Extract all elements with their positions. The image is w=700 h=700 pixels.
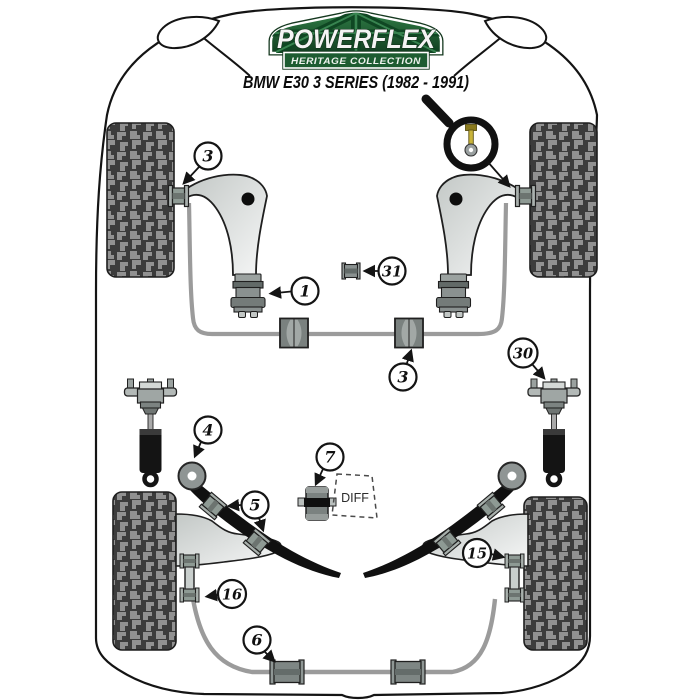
tire-front-right [529, 122, 598, 278]
callout-4: 4 [193, 415, 223, 459]
rear-arb-bush-left [269, 659, 305, 685]
mirror-left [156, 15, 221, 50]
front-outer-bush-right [514, 184, 537, 208]
brand-logo: POWERFLEX HERITAGE COLLECTION [268, 10, 444, 70]
wheels [106, 122, 598, 651]
mirror-right [483, 15, 548, 50]
callouts: 3 1 31 3 30 4 [182, 141, 546, 663]
callout-31: 31 [362, 256, 407, 286]
rear-subframe-mount-right [497, 461, 527, 491]
svg-text:30: 30 [513, 346, 533, 363]
union-jack-motif [271, 12, 441, 53]
svg-text:31: 31 [382, 264, 402, 281]
tire-rear-left [112, 491, 177, 651]
callout-front-outer: 3 [182, 141, 223, 185]
front-arb-clamp-left [279, 317, 309, 349]
callout-16: 16 [204, 578, 248, 610]
page-title: BMW E30 3 SERIES (1982 - 1991) [243, 72, 469, 92]
diff-outline: DIFF [331, 473, 378, 519]
svg-text:4: 4 [202, 421, 213, 440]
tire-front-left [106, 122, 175, 278]
rear-beam-right [363, 481, 515, 578]
front-suspension [167, 94, 537, 349]
front-outer-bush-left [167, 184, 190, 208]
rear-subframe-mount-left [177, 461, 207, 491]
front-inner-bush-left [230, 273, 266, 319]
callout-front-inner: 1 [268, 276, 320, 306]
svg-text:1: 1 [299, 282, 310, 301]
callout-15: 15 [461, 537, 506, 569]
callout-30: 30 [507, 337, 546, 380]
link-bush-left-top [179, 553, 200, 569]
svg-text:3: 3 [202, 147, 213, 166]
diff-label: DIFF [341, 491, 369, 505]
rear-beam-left [189, 481, 341, 578]
link-bush-right-top [504, 553, 525, 569]
svg-text:6: 6 [251, 631, 262, 650]
front-antiroll-bar [186, 202, 509, 337]
rear-antiroll-bar [190, 598, 498, 675]
brand-name: POWERFLEX [277, 24, 437, 54]
bolt-icon [464, 124, 478, 157]
center-small-bush [341, 262, 361, 280]
svg-text:15: 15 [467, 546, 487, 563]
callout-front-arb: 3 [388, 348, 418, 392]
link-bush-left-bottom [179, 587, 200, 603]
brand-subtitle: HERITAGE COLLECTION [291, 56, 422, 67]
svg-text:16: 16 [222, 587, 242, 604]
tire-rear-right [523, 496, 588, 651]
svg-text:3: 3 [397, 368, 408, 387]
link-bush-right-bottom [504, 587, 525, 603]
callout-6: 6 [242, 625, 276, 663]
ball-joint-right [449, 192, 463, 206]
svg-text:7: 7 [324, 448, 335, 467]
callout-7: 7 [314, 442, 345, 487]
magnifier-handle [421, 94, 454, 128]
magnifier-arrow [486, 160, 511, 188]
front-arb-clamp-right [394, 317, 424, 349]
svg-text:5: 5 [249, 496, 260, 515]
callout-5: 5 [226, 490, 270, 533]
ball-joint-left [241, 192, 255, 206]
rear-arb-bush-right [390, 659, 426, 685]
magnifier-detail [421, 94, 511, 188]
diff-mount-bush [297, 486, 337, 521]
front-inner-bush-right [435, 273, 472, 319]
